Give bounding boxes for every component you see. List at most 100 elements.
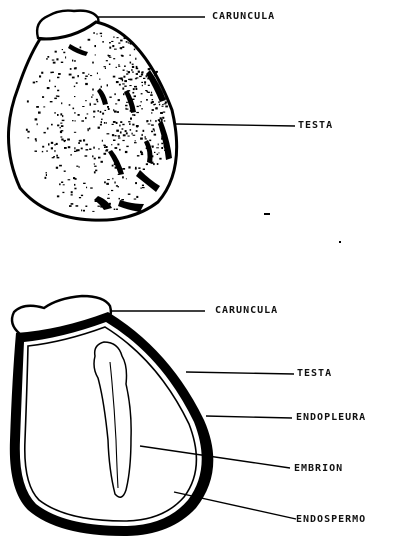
- speckle-dot: [132, 66, 134, 68]
- speckle-dot: [36, 106, 39, 108]
- speckle-dot: [100, 111, 102, 113]
- speckle-dot: [128, 42, 129, 43]
- speckle-dot: [130, 79, 133, 81]
- speckle-dot: [26, 129, 28, 131]
- speckle-dot: [89, 148, 91, 150]
- speckle-dot: [101, 161, 103, 163]
- speckle-dot: [73, 178, 75, 179]
- speckle-dot: [141, 82, 143, 83]
- speckle-dot: [115, 135, 117, 136]
- speckle-dot: [152, 101, 154, 103]
- speckle-dot: [113, 140, 116, 142]
- speckle-dot: [139, 49, 140, 51]
- speckle-dot: [142, 185, 144, 187]
- speckle-dot: [121, 55, 123, 57]
- speckle-dot: [27, 137, 29, 138]
- speckle-dot: [108, 108, 110, 110]
- speckle-dot: [141, 74, 143, 76]
- speckle-dot: [42, 96, 44, 98]
- speckle-dot: [105, 150, 108, 151]
- speckle-dot: [94, 163, 95, 164]
- speckle-dot: [88, 39, 91, 41]
- speckle-dot: [103, 145, 105, 147]
- speckle-dot: [146, 75, 147, 77]
- speckle-dot: [141, 154, 143, 156]
- speckle-dot: [134, 49, 135, 51]
- speckle-dot: [126, 132, 128, 134]
- speckle-dot: [97, 73, 98, 75]
- speckle-dot: [61, 182, 63, 184]
- speckle-dot: [45, 177, 47, 179]
- speckle-dot: [74, 112, 75, 113]
- speckle-dot: [109, 57, 112, 58]
- speckle-dot: [46, 58, 47, 60]
- speckle-dot: [92, 155, 93, 157]
- speckle-dot: [67, 139, 70, 141]
- speckle-dot: [128, 71, 130, 73]
- speckle-dot: [119, 84, 121, 86]
- speckle-dot: [111, 190, 113, 191]
- speckle-dot: [94, 104, 97, 105]
- speckle-dot: [150, 120, 151, 122]
- speckle-dot: [157, 163, 159, 165]
- leader-testa-bottom: [186, 372, 294, 374]
- speckle-dot: [146, 99, 148, 101]
- stray-mark: [339, 241, 341, 243]
- speckle-dot: [78, 166, 79, 167]
- speckle-dot: [129, 85, 131, 86]
- speckle-dot: [56, 155, 58, 157]
- speckle-dot: [106, 122, 108, 123]
- speckle-dot: [100, 124, 102, 126]
- speckle-dot: [76, 205, 79, 207]
- speckle-dot: [54, 98, 57, 100]
- speckle-dot: [57, 114, 59, 116]
- leader-endopleura: [206, 416, 292, 418]
- speckle-dot: [113, 37, 114, 38]
- speckle-dot: [74, 60, 76, 62]
- speckle-dot: [117, 111, 119, 113]
- speckle-dot: [77, 75, 79, 77]
- speckle-dot: [131, 69, 132, 71]
- speckle-dot: [114, 111, 117, 113]
- speckle-dot: [89, 128, 90, 130]
- speckle-dot: [59, 127, 61, 128]
- speckle-dot: [136, 130, 138, 132]
- speckle-dot: [135, 58, 136, 60]
- speckle-dot: [158, 119, 160, 121]
- speckle-dot: [74, 132, 76, 133]
- speckle-dot: [154, 74, 157, 76]
- speckle-dot: [119, 198, 121, 200]
- speckle-dot: [113, 76, 116, 78]
- speckle-dot: [59, 165, 62, 167]
- speckle-dot: [119, 125, 120, 127]
- speckle-dot: [73, 108, 75, 110]
- seed-section-figure: [10, 296, 296, 536]
- speckle-dot: [91, 96, 92, 98]
- speckle-dot: [121, 199, 124, 200]
- speckle-dot: [114, 49, 117, 50]
- speckle-dot: [82, 72, 84, 74]
- speckle-dot: [114, 209, 115, 210]
- speckle-dot: [57, 195, 59, 197]
- speckle-dot: [144, 83, 146, 84]
- speckle-dot: [132, 64, 134, 65]
- speckle-dot: [42, 146, 44, 148]
- speckle-dot: [46, 150, 47, 152]
- speckle-dot: [104, 110, 106, 111]
- speckle-dot: [120, 79, 122, 80]
- speckle-dot: [156, 107, 158, 109]
- speckle-dot: [64, 171, 66, 172]
- speckle-dot: [136, 67, 138, 69]
- speckle-dot: [112, 134, 114, 136]
- speckle-dot: [130, 62, 132, 64]
- speckle-dot: [156, 73, 157, 75]
- speckle-dot: [72, 77, 75, 79]
- speckle-dot: [122, 83, 125, 84]
- speckle-dot: [51, 147, 53, 149]
- speckle-dot: [42, 151, 43, 152]
- speckle-dot: [142, 134, 143, 136]
- speckle-dot: [78, 142, 80, 144]
- speckle-dot: [129, 55, 131, 56]
- speckle-dot: [118, 43, 120, 44]
- speckle-dot: [98, 127, 100, 129]
